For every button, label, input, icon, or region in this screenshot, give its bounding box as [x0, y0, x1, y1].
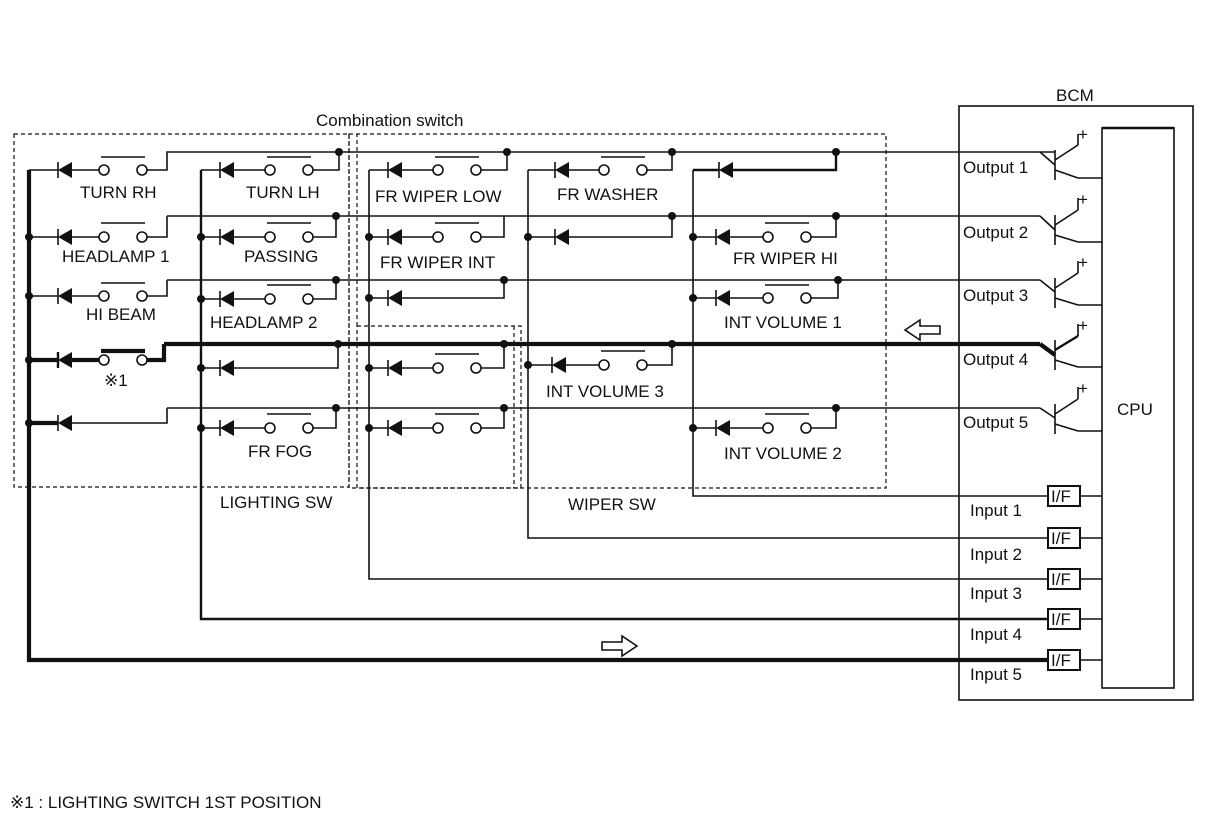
input-3-if-label: I/F [1051, 570, 1071, 589]
switch-int-volume2-label: INT VOLUME 2 [724, 444, 842, 463]
output-5-plus: + [1078, 379, 1088, 398]
input-interfaces: I/F Input 1 I/F Input 2 I/F Input 3 I/F … [970, 485, 1102, 684]
input-5-label: Input 5 [970, 665, 1022, 684]
switch-int-volume1-label: INT VOLUME 1 [724, 313, 842, 332]
wiper-column-3: FR WIPER LOW FR WIPER INT [365, 148, 511, 436]
switch-fr-wiper-low-label: FR WIPER LOW [375, 187, 502, 206]
right-arrow-icon [601, 634, 639, 658]
switch-passing-label: PASSING [244, 247, 318, 266]
switch-mark1-label: ※1 [104, 371, 128, 390]
output-2-label: Output 2 [963, 223, 1028, 242]
input-2-interface: I/F Input 2 [970, 527, 1102, 564]
output-3-transistor: + [1054, 253, 1102, 308]
left-arrow-icon [903, 318, 941, 342]
input-5-interface: I/F Input 5 [970, 649, 1102, 684]
switch-turn-rh-label: TURN RH [80, 183, 157, 202]
input-1-label: Input 1 [970, 501, 1022, 520]
output-4-plus: + [1078, 316, 1088, 335]
input-4-label: Input 4 [970, 625, 1022, 644]
lighting-sw-label: LIGHTING SW [220, 493, 332, 512]
output-5-transistor: + [1054, 379, 1102, 434]
output-1-label: Output 1 [963, 158, 1028, 177]
input-wires [26, 170, 1048, 663]
wiper-column-4: FR WASHER INT VOLUME 3 [524, 148, 676, 401]
switch-hi-beam-label: HI BEAM [86, 305, 156, 324]
combination-switch-label: Combination switch [316, 111, 463, 130]
switch-fr-wiper-hi-label: FR WIPER HI [733, 249, 838, 268]
flow-arrows [601, 318, 941, 658]
input-4-interface: I/F Input 4 [970, 608, 1102, 644]
output-4-label: Output 4 [963, 350, 1028, 369]
lighting-column-2: TURN LH PASSING HEADLAMP 2 [197, 148, 343, 461]
output-5-label: Output 5 [963, 413, 1028, 432]
wiper-column-5: FR WIPER HI INT VOLUME 1 INT VOLUME 2 [689, 148, 842, 463]
switch-headlamp2-label: HEADLAMP 2 [210, 313, 317, 332]
bcm-label: BCM [1056, 86, 1094, 105]
wiper-sw-inner-enclosure [356, 325, 522, 489]
switch-fr-wiper-int-label: FR WIPER INT [380, 253, 495, 272]
output-3-plus: + [1078, 253, 1088, 272]
input-4-if-label: I/F [1051, 610, 1071, 629]
switch-int-volume3-label: INT VOLUME 3 [546, 382, 664, 401]
footnote-text: ※1 : LIGHTING SWITCH 1ST POSITION [10, 793, 321, 812]
dashed-enclosures [13, 133, 887, 489]
input-1-interface: I/F Input 1 [970, 485, 1102, 520]
cpu-label: CPU [1117, 400, 1153, 419]
output-labels: Output 1 Output 2 Output 3 Output 4 Outp… [963, 158, 1028, 432]
bcm-module: BCM CPU [958, 86, 1194, 701]
input-3-interface: I/F Input 3 [970, 568, 1102, 603]
input-2-if-label: I/F [1051, 529, 1071, 548]
output-3-label: Output 3 [963, 286, 1028, 305]
switch-fr-washer-label: FR WASHER [557, 185, 658, 204]
lighting-column-1: TURN RH HEADLAMP 1 HI BEAM ※1 [25, 151, 340, 431]
input-1-if-label: I/F [1051, 487, 1071, 506]
switch-fr-fog-label: FR FOG [248, 442, 312, 461]
switch-headlamp1-label: HEADLAMP 1 [62, 247, 169, 266]
input-5-if-label: I/F [1051, 651, 1071, 670]
combination-switch-enclosure [348, 133, 887, 489]
switch-turn-lh-label: TURN LH [246, 183, 320, 202]
input-3-label: Input 3 [970, 584, 1022, 603]
input-2-label: Input 2 [970, 545, 1022, 564]
output-wires [164, 151, 1057, 419]
output-2-plus: + [1078, 190, 1088, 209]
wiper-sw-label: WIPER SW [568, 495, 656, 514]
output-1-plus: + [1078, 125, 1088, 144]
